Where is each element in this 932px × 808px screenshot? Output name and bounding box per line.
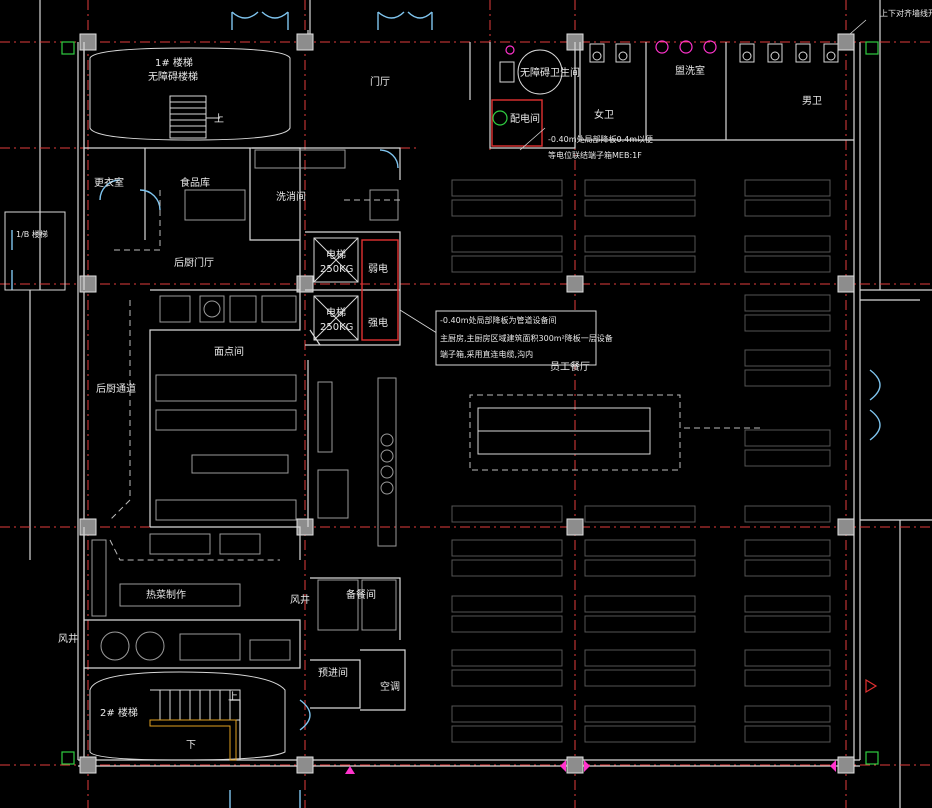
female-wc-label: 女卫 (594, 108, 614, 121)
lobby-label: 门厅 (370, 75, 390, 88)
male-wc-label: 男卫 (802, 95, 822, 107)
elevator-1-capacity: 250KG (320, 264, 353, 275)
prep-room-label: 备餐间 (346, 588, 376, 601)
stair-1-up-label: 上 (214, 113, 224, 125)
note-mid-line-2: 主厨房,主厨房区域建筑面积300m²降板一层设备 (440, 333, 613, 343)
highlighted-rooms (361, 99, 543, 341)
elevator-1-label: 电梯 (326, 248, 346, 261)
strong-power-label: 强电 (368, 316, 388, 329)
changing-room-label: 更衣室 (94, 176, 124, 189)
food-store-label: 食品库 (180, 176, 210, 189)
stair-2-landing (149, 719, 237, 761)
kitchen-equipment (91, 149, 399, 661)
stair-2-up-label: 上 (228, 691, 238, 703)
dining-tables-mid (584, 179, 696, 743)
note-top-line-1: -0.40m处局部降板0.4m以便 (548, 134, 653, 144)
dining-tables-left (451, 179, 563, 743)
pre-room-label: 预进间 (318, 666, 348, 679)
aircon-room-label: 空调 (380, 680, 400, 693)
serving-counter (477, 407, 651, 455)
power-room-label: 配电间 (510, 112, 540, 125)
note-box-mid (435, 310, 597, 366)
vent-shaft-left-label: 风井 (58, 632, 78, 645)
elevator-2-label: 电梯 (326, 306, 346, 319)
elevators (313, 237, 359, 341)
door-icons (11, 11, 881, 808)
washbasin-icons (505, 40, 717, 55)
leader-lines (399, 19, 867, 336)
rear-passage-label: 后厨通道 (96, 382, 136, 395)
interior-walls (83, 42, 854, 760)
note-mid-line-3: 端子箱,采用直连电缆,沟内 (440, 349, 533, 359)
weak-power-label: 弱电 (368, 262, 388, 275)
grid-marker-icons (61, 41, 879, 765)
vent-shaft-right-label: 风井 (290, 593, 310, 606)
west-corridor-label: 1/B 楼梯 (16, 229, 48, 239)
stair-2-label: 2# 楼梯 (100, 706, 138, 719)
note-top-line-2: 等电位联结端子箱MEB:1F (548, 150, 642, 160)
power-symbol-icon (492, 110, 508, 126)
dining-tables-right (744, 179, 831, 743)
west-corridor-box (4, 211, 66, 291)
circulation-arrows (109, 190, 760, 561)
structural-columns (79, 33, 855, 774)
elevator-2-capacity: 250KG (320, 322, 353, 333)
dining-hall-label: 员工餐厅 (550, 360, 590, 373)
top-right-note: 上下对齐墙线开间 (880, 8, 932, 18)
accessible-wc-label: 无障碍卫生间 (520, 66, 580, 79)
stair-2 (89, 671, 286, 761)
washroom-label: 盥洗室 (675, 64, 705, 77)
level-marker-icons (345, 760, 836, 774)
section-marker-icon (865, 678, 878, 694)
stair-1-label: 1# 楼梯 (155, 56, 193, 69)
exterior-walls (29, 0, 932, 808)
stair-1-sublabel: 无障碍楼梯 (148, 70, 198, 83)
stair-2-down-label: 下 (186, 740, 196, 751)
hot-kitchen-label: 热菜制作 (146, 588, 186, 601)
rear-hall-label: 后厨门厅 (174, 256, 214, 269)
note-mid-line-1: -0.40m处局部降板为管道设备间 (440, 315, 557, 325)
pastry-room-label: 面点间 (214, 345, 244, 358)
wc-fixtures (499, 43, 839, 95)
dish-wash-label: 洗消间 (276, 190, 306, 203)
stair-1 (89, 47, 291, 141)
